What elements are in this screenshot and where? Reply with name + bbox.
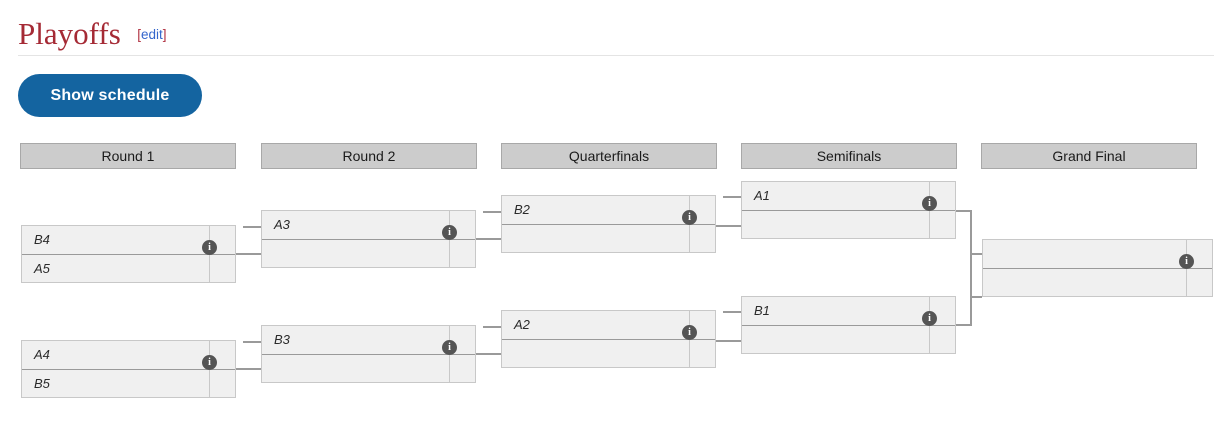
match-gf-m1-team-top <box>983 240 1212 268</box>
connector-seed-qfm1-top <box>483 211 501 213</box>
match-r2-m1-divider <box>262 239 475 240</box>
match-qf-m2[interactable]: A2 i <box>501 310 716 368</box>
match-sf-m2[interactable]: B1 i <box>741 296 956 354</box>
match-qf-m2-team-bottom <box>502 340 715 368</box>
match-qf-m2-team-top: A2 <box>514 317 530 332</box>
match-sf-m1-divider <box>742 210 955 211</box>
connector-seed-r2m2-top <box>243 341 261 343</box>
info-icon[interactable]: i <box>202 240 217 255</box>
match-r1-m1-divider <box>22 254 235 255</box>
connector-sfm1-out <box>956 210 972 212</box>
round-header-quarterfinals[interactable]: Quarterfinals <box>501 143 717 169</box>
connector-semifinal-join <box>970 210 972 325</box>
match-qf-m1-team-bottom <box>502 225 715 253</box>
connector-seed-r2m1-top <box>243 226 261 228</box>
connector-qfm2-to-sfm2 <box>716 340 741 342</box>
info-icon[interactable]: i <box>922 196 937 211</box>
match-gf-m1-divider <box>983 268 1212 269</box>
title-divider <box>18 55 1214 56</box>
round-header-round-1[interactable]: Round 1 <box>20 143 236 169</box>
connector-seed-sfm1-top <box>723 196 741 198</box>
match-gf-m1-team-bottom <box>983 269 1212 297</box>
match-sf-m1[interactable]: A1 i <box>741 181 956 239</box>
info-icon[interactable]: i <box>922 311 937 326</box>
match-r1-m1-team-top: B4 <box>34 232 50 247</box>
connector-r1m1-to-r2m1 <box>236 253 261 255</box>
match-r2-m2-team-top: B3 <box>274 332 290 347</box>
match-sf-m1-team-top: A1 <box>754 188 770 203</box>
match-r2-m1-team-bottom <box>262 240 475 268</box>
match-qf-m1[interactable]: B2 i <box>501 195 716 253</box>
info-icon[interactable]: i <box>682 325 697 340</box>
info-icon[interactable]: i <box>682 210 697 225</box>
match-r2-m2-divider <box>262 354 475 355</box>
edit-link-container: [edit] <box>137 27 166 42</box>
match-r1-m1[interactable]: B4 A5 i <box>21 225 236 283</box>
connector-sfm2-out <box>956 324 972 326</box>
connector-r2m2-to-qfm2 <box>476 353 501 355</box>
match-gf-m1[interactable]: i <box>982 239 1213 297</box>
match-r2-m1-team-top: A3 <box>274 217 290 232</box>
connector-r2m1-to-qfm1 <box>476 238 501 240</box>
info-icon[interactable]: i <box>1179 254 1194 269</box>
round-header-grand-final[interactable]: Grand Final <box>981 143 1197 169</box>
match-r1-m1-team-bottom: A5 <box>34 261 50 276</box>
connector-r1m2-to-r2m2 <box>236 368 261 370</box>
show-schedule-button[interactable]: Show schedule <box>18 74 202 117</box>
match-r2-m2-team-bottom <box>262 355 475 383</box>
connector-seed-sfm2-top <box>723 311 741 313</box>
match-qf-m1-team-top: B2 <box>514 202 530 217</box>
match-qf-m2-divider <box>502 339 715 340</box>
connector-gf-top-in <box>970 253 982 255</box>
info-icon[interactable]: i <box>442 340 457 355</box>
match-r1-m2-team-bottom: B5 <box>34 376 50 391</box>
match-sf-m2-team-bottom <box>742 326 955 354</box>
edit-link[interactable]: edit <box>140 27 163 42</box>
info-icon[interactable]: i <box>202 355 217 370</box>
connector-qfm1-to-sfm1 <box>716 225 741 227</box>
page-title: Playoffs <box>18 16 121 51</box>
match-qf-m1-divider <box>502 224 715 225</box>
round-header-semifinals[interactable]: Semifinals <box>741 143 957 169</box>
match-r2-m2[interactable]: B3 i <box>261 325 476 383</box>
match-sf-m2-divider <box>742 325 955 326</box>
match-sf-m1-team-bottom <box>742 211 955 239</box>
section-header: Playoffs [edit] <box>18 16 1213 52</box>
match-r2-m1[interactable]: A3 i <box>261 210 476 268</box>
round-header-round-2[interactable]: Round 2 <box>261 143 477 169</box>
match-r1-m2-team-top: A4 <box>34 347 50 362</box>
connector-gf-bottom-in <box>970 296 982 298</box>
match-sf-m2-team-top: B1 <box>754 303 770 318</box>
info-icon[interactable]: i <box>442 225 457 240</box>
edit-bracket-close: ] <box>162 27 167 42</box>
match-r1-m2[interactable]: A4 B5 i <box>21 340 236 398</box>
match-r1-m2-divider <box>22 369 235 370</box>
connector-seed-qfm2-top <box>483 326 501 328</box>
edit-bracket-open: [ <box>137 27 141 42</box>
